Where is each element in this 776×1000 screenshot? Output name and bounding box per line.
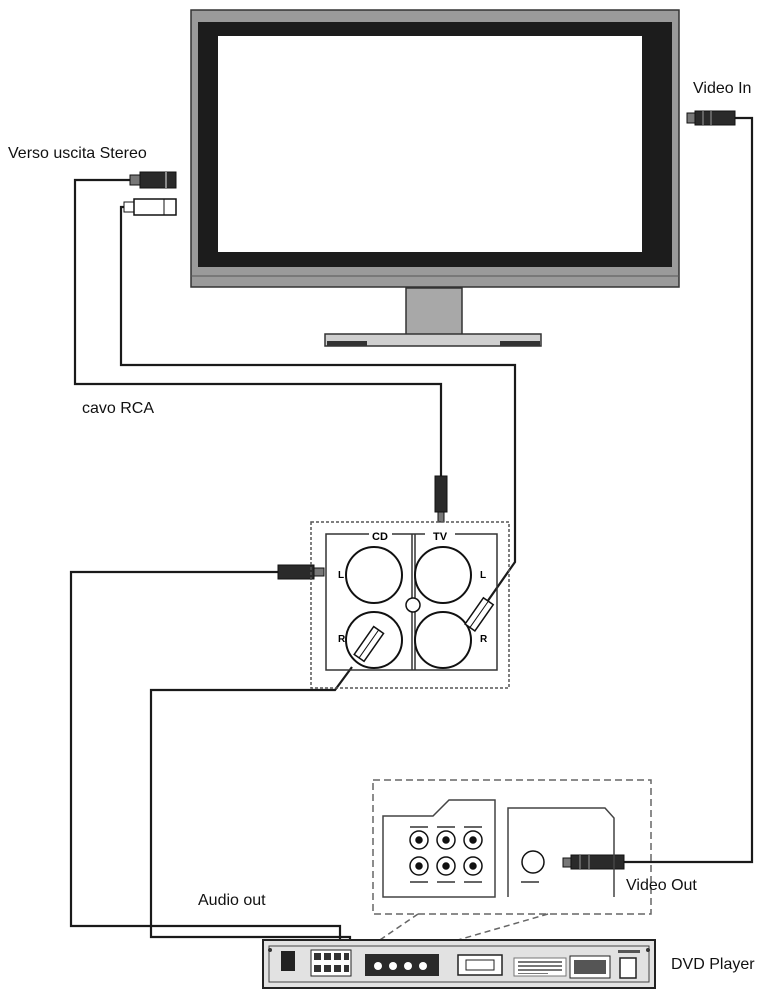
stereo-plug-white (123, 198, 177, 216)
tv-stand-base (324, 333, 542, 347)
cd-left-plug (277, 564, 325, 580)
video-out-plug (562, 854, 625, 870)
dvd-player (262, 939, 656, 989)
stereo-plug-black (129, 171, 177, 189)
label-rca-cable: cavo RCA (82, 400, 155, 417)
dvd-rear-detail (372, 779, 652, 945)
video-cable (624, 116, 754, 864)
label-dvd-player: DVD Player (671, 956, 755, 973)
stereo-cable-black (73, 178, 443, 476)
tv-top-plug (434, 475, 448, 523)
panel-label-cd: CD (372, 531, 388, 543)
audio-input-panel: CD TV L R L R (310, 521, 510, 689)
label-video-out: Video Out (626, 877, 697, 894)
tv-right-jack (414, 611, 472, 669)
tv-left-jack (414, 546, 472, 604)
video-in-plug (686, 110, 736, 126)
label-stereo-out: Verso uscita Stereo (8, 145, 147, 162)
audio-cable-left (69, 570, 342, 948)
panel-screw (405, 597, 421, 613)
label-audio-out: Audio out (198, 892, 266, 909)
label-video-in: Video In (693, 80, 752, 97)
panel-label-cd-r: R (338, 634, 346, 645)
panel-label-tv-r: R (480, 634, 488, 645)
stereo-cable-white (119, 205, 517, 603)
panel-label-tv-l: L (480, 570, 486, 581)
tv-monitor (190, 9, 680, 347)
s-video-jack (521, 850, 545, 874)
panel-label-cd-l: L (338, 570, 344, 581)
cd-left-jack (345, 546, 403, 604)
tv-stand-neck (405, 287, 463, 337)
panel-label-tv: TV (433, 531, 448, 543)
